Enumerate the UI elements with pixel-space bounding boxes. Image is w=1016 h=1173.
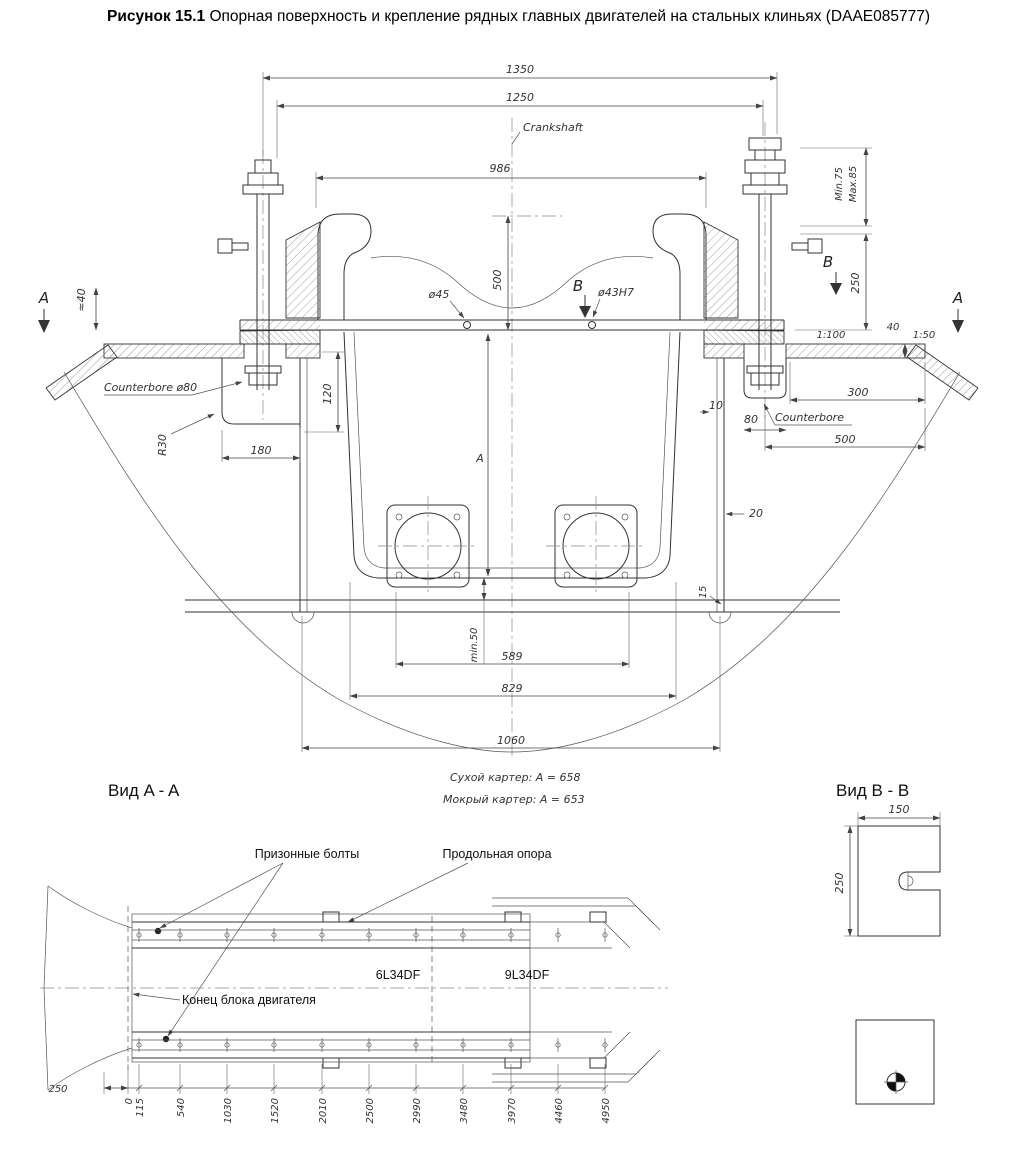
label-block-end: Конец блока двигателя xyxy=(182,993,316,1007)
section-markers: A A B B ≈40 xyxy=(38,253,964,333)
figure-number: Рисунок 15.1 xyxy=(107,8,206,25)
figure-caption: Рисунок 15.1 Опорная поверхность и крепл… xyxy=(107,6,987,28)
dim-min-75: Min.75 xyxy=(834,167,845,201)
section-arrow-a-right xyxy=(952,320,964,333)
section-arrow-a-left xyxy=(38,320,50,333)
engine-bracket-right xyxy=(703,221,739,319)
main-section-centerlines xyxy=(262,118,766,756)
tick-1520: 1520 xyxy=(270,1098,281,1123)
label-fitted-bolts: Призонные болты xyxy=(255,847,360,861)
tick-3970: 3970 xyxy=(507,1098,518,1123)
bolt-position-scale: 250 0 115 540 1030 1520 2010 2500 2990 3… xyxy=(48,1064,612,1123)
tick-4460: 4460 xyxy=(554,1098,565,1123)
tick-0: 0 xyxy=(124,1098,135,1104)
slope-1-50: 1:50 xyxy=(913,330,935,341)
label-engine-9l34df: 9L34DF xyxy=(505,968,550,982)
tick-2500: 2500 xyxy=(365,1098,376,1123)
dim-500-right: 500 xyxy=(835,433,856,446)
right-upper-dimensions: Min.75 Max.85 250 xyxy=(795,147,872,331)
crankshaft-label: Crankshaft xyxy=(523,121,584,134)
engine-block-section xyxy=(239,213,785,579)
dim-180: 180 xyxy=(251,444,272,457)
dim-d43h7: ø43H7 xyxy=(597,286,634,299)
dim-986: 986 xyxy=(490,162,511,175)
dim-829: 829 xyxy=(502,682,523,695)
shell-plate-left xyxy=(45,344,118,401)
figure-doc-code: (DAAE085777) xyxy=(825,8,931,25)
dim-250-offset: 250 xyxy=(48,1084,67,1095)
dim-max-85: Max.85 xyxy=(848,166,859,203)
section-marker-a-right: A xyxy=(952,289,963,307)
view-bb-title: Вид B - B xyxy=(836,781,909,800)
dim-approx-40: ≈40 xyxy=(75,288,88,311)
mid-dimensions: Counterbore ø80 120 R30 180 10 80 Counte… xyxy=(104,286,935,605)
dim-20: 20 xyxy=(749,507,763,520)
counterbore-label: Counterbore xyxy=(775,411,844,424)
view-a-a: Вид A - A Призонные болты Продольная опо… xyxy=(40,781,668,1123)
top-dimensions: 1350 1250 986 Crankshaft 500 xyxy=(262,63,778,331)
tick-1030: 1030 xyxy=(223,1098,234,1123)
tick-4950: 4950 xyxy=(601,1098,612,1123)
dim-250-vertical: 250 xyxy=(849,273,862,294)
view-aa-title: Вид A - A xyxy=(108,781,180,800)
dim-r30: R30 xyxy=(156,434,169,456)
section-arrow-b-left xyxy=(579,306,591,318)
section-marker-a-left: A xyxy=(38,289,49,307)
dim-150-bb: 150 xyxy=(889,803,910,816)
figure-caption-text: Опорная поверхность и крепление рядных г… xyxy=(209,8,822,25)
bottom-dimensions: A min.50 589 829 1060 xyxy=(301,333,721,752)
foundation-structure xyxy=(45,329,979,753)
dim-589: 589 xyxy=(502,650,523,663)
engine-bracket-left xyxy=(285,221,321,319)
dim-300: 300 xyxy=(848,386,869,399)
label-engine-6l34df: 6L34DF xyxy=(376,968,421,982)
dim-250-bb: 250 xyxy=(833,873,846,894)
sump-notes: Сухой картер: A = 658 Мокрый картер: A =… xyxy=(443,771,585,806)
section-arrow-b-right xyxy=(830,283,842,295)
holding-down-bolt-right xyxy=(742,137,823,390)
tick-115: 115 xyxy=(135,1098,146,1117)
support-bracket-section xyxy=(857,825,941,937)
slope-1-100: 1:100 xyxy=(817,330,846,341)
dim-1060: 1060 xyxy=(497,734,525,747)
holding-down-bolt-left xyxy=(217,159,284,390)
section-marker-b-right: B xyxy=(823,253,833,271)
dim-a-variable: A xyxy=(475,452,484,465)
note-dry-sump: Сухой картер: A = 658 xyxy=(450,771,581,784)
rail-bolts xyxy=(136,928,608,1052)
dim-80: 80 xyxy=(744,413,758,426)
dim-min-50: min.50 xyxy=(469,628,480,663)
datum-target-symbol xyxy=(884,1070,908,1094)
dim-15: 15 xyxy=(698,586,709,599)
dim-1350: 1350 xyxy=(506,63,534,76)
note-wet-sump: Мокрый картер: A = 653 xyxy=(443,793,585,806)
support-plate xyxy=(855,1019,935,1105)
dim-500-vertical: 500 xyxy=(491,270,504,291)
dim-d45: ø45 xyxy=(428,288,450,301)
shell-plate-right xyxy=(906,344,979,401)
tick-540: 540 xyxy=(176,1098,187,1117)
dim-1250: 1250 xyxy=(506,91,534,104)
steel-chock-left xyxy=(239,329,321,345)
section-marker-b-left: B xyxy=(573,277,583,295)
dim-10: 10 xyxy=(709,399,723,412)
tick-2990: 2990 xyxy=(412,1098,423,1123)
steel-chock-right xyxy=(703,329,785,345)
counterbore-d80-label: Counterbore ø80 xyxy=(104,381,197,394)
dim-40-right: 40 xyxy=(887,322,900,333)
tick-2010: 2010 xyxy=(318,1098,329,1123)
view-b-b: Вид B - B 150 250 xyxy=(833,781,941,1105)
dim-120: 120 xyxy=(321,384,334,405)
tick-3480: 3480 xyxy=(459,1098,470,1123)
label-longitudinal-support: Продольная опора xyxy=(442,847,551,861)
crankcase-covers xyxy=(378,496,646,596)
